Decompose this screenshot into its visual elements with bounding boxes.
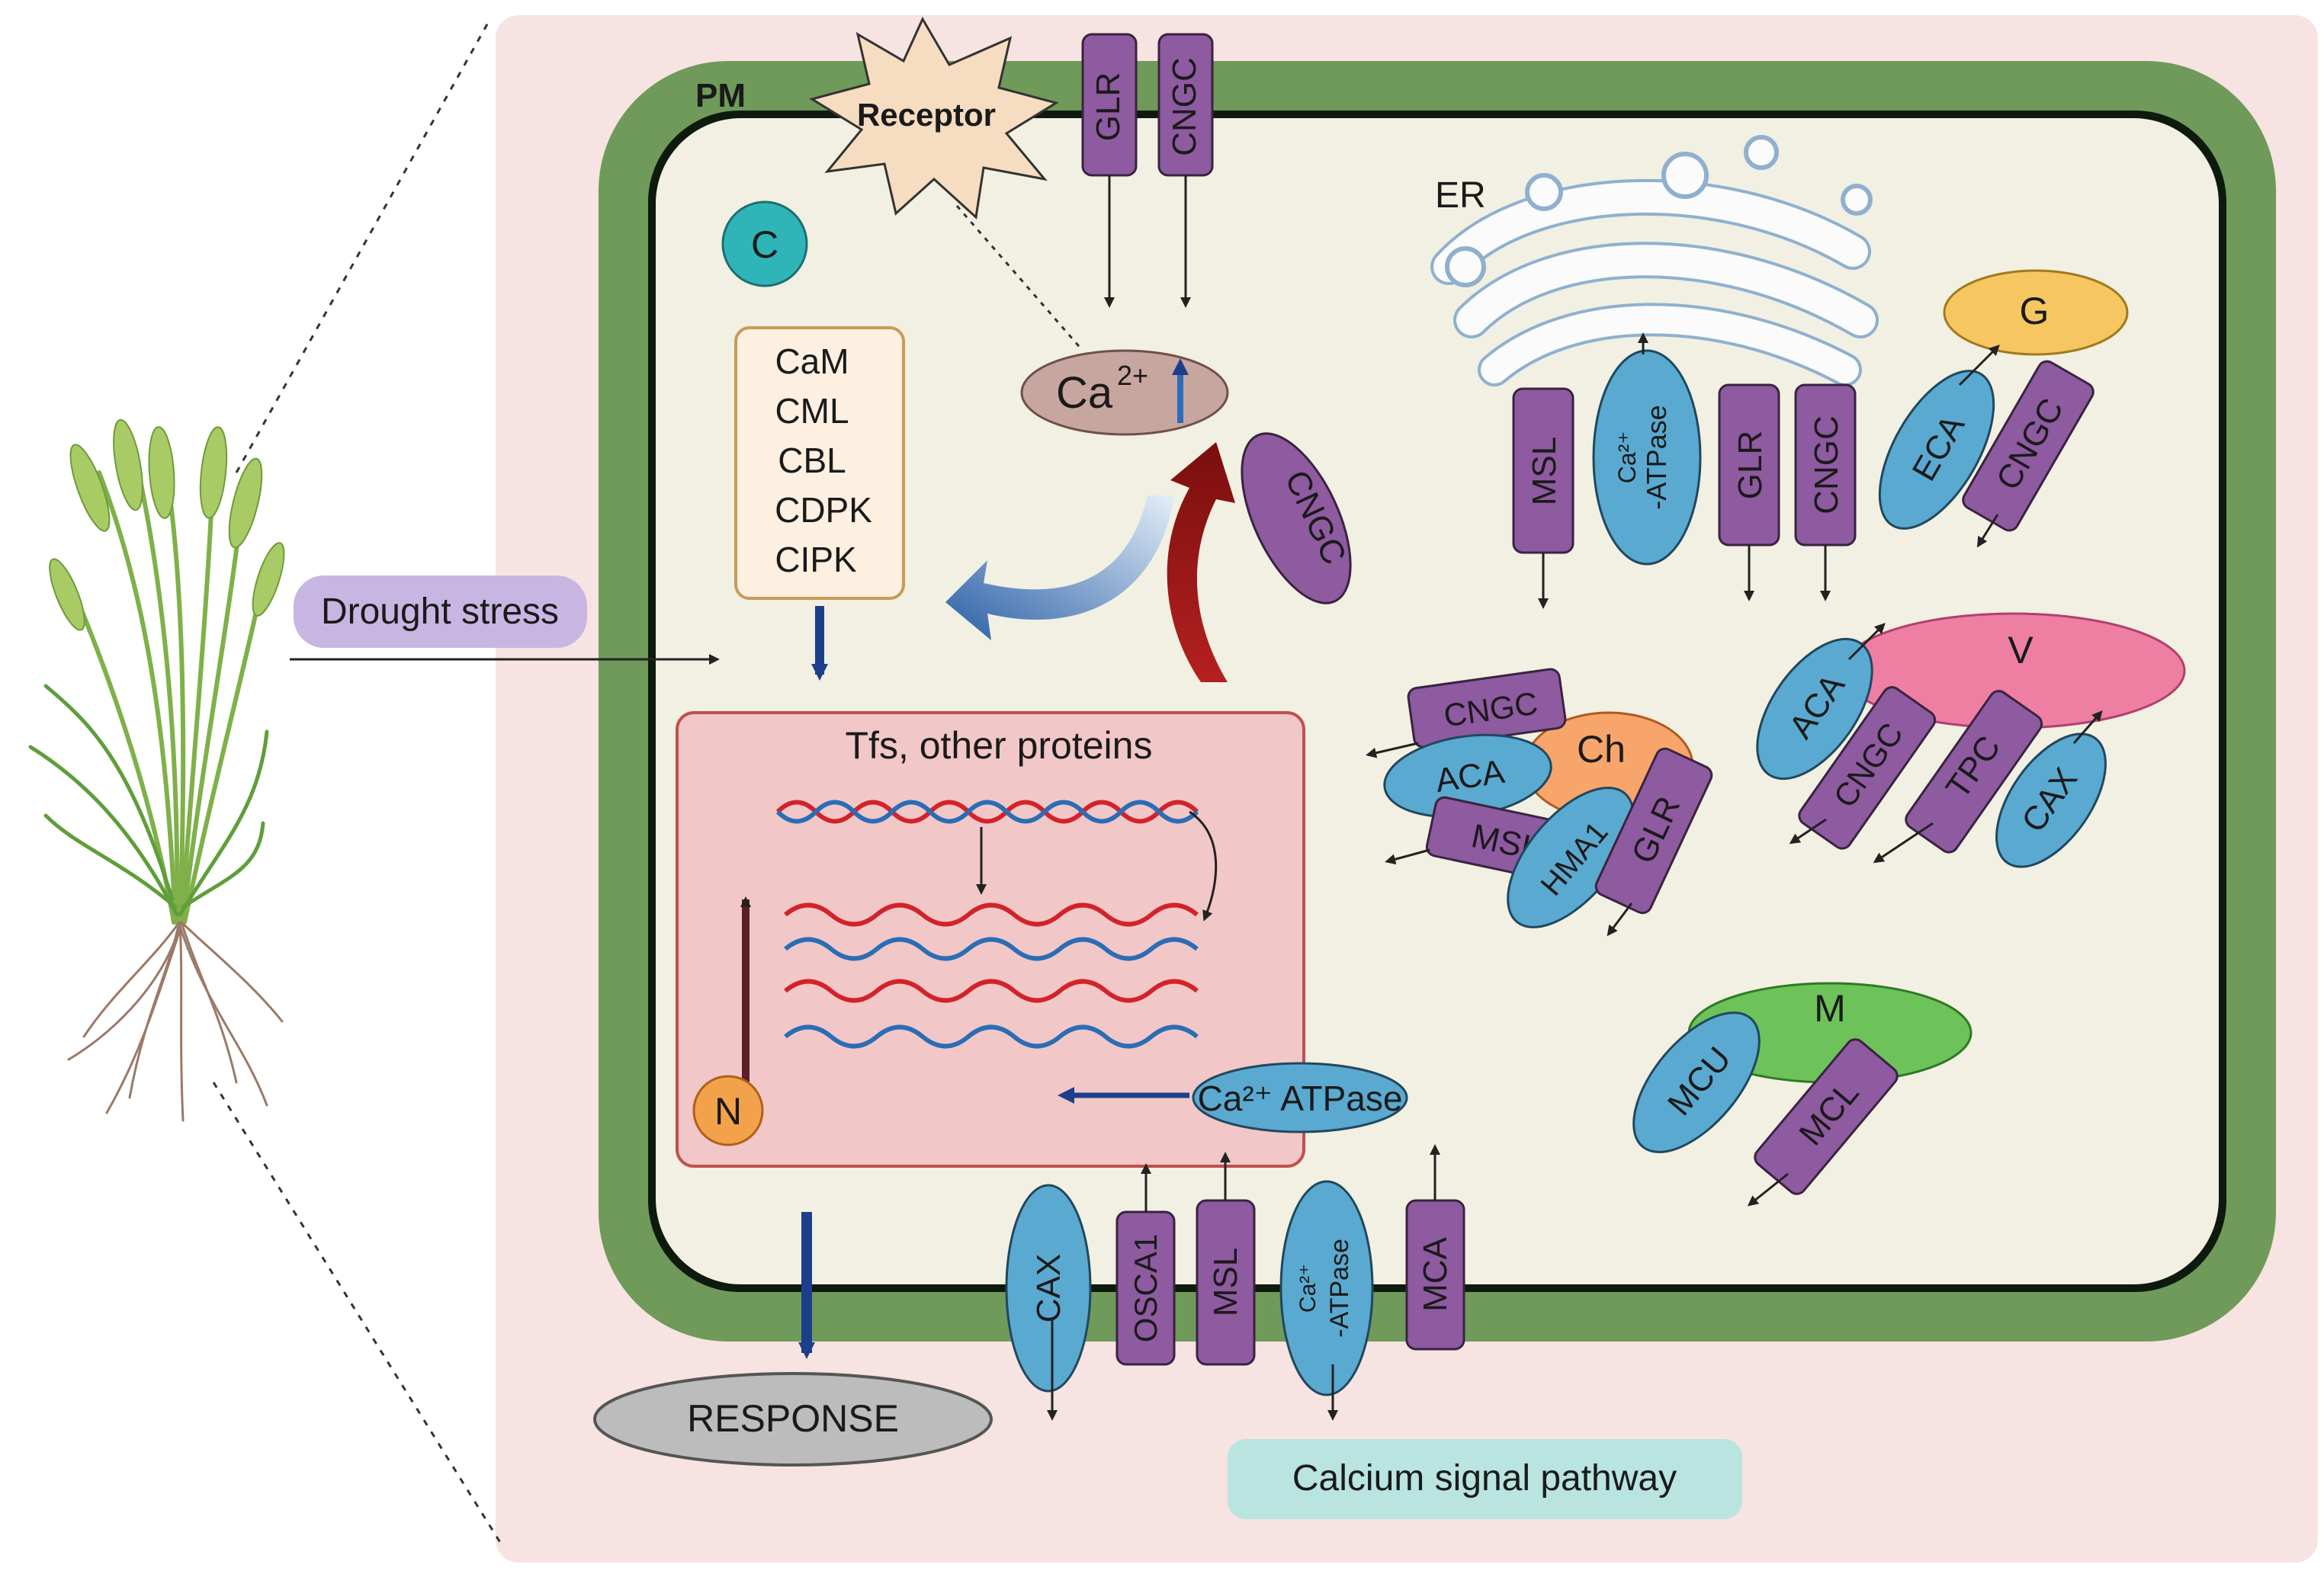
er-cngc: CNGC — [1794, 383, 1857, 601]
chloroplast-label: Ch — [1577, 728, 1626, 771]
er-glr-label: GLR — [1732, 431, 1769, 499]
mito-mcl: MCL — [1747, 1038, 1899, 1207]
response-ellipse — [593, 1372, 993, 1467]
pm-bottom-cax: CAX — [1005, 1184, 1092, 1421]
ca-atpase-horizontal-label: Ca²⁺ ATPase — [1198, 1079, 1403, 1118]
pm-bottom-osca1-label: OSCA1 — [1128, 1234, 1164, 1342]
er-cngc-label: CNGC — [1808, 415, 1845, 515]
zoom-line-top — [235, 22, 490, 473]
plant-illustration — [28, 418, 285, 1122]
pm-channel-cngc-label: CNGC — [1166, 57, 1203, 156]
zoom-line-bottom — [212, 1082, 505, 1548]
dna-strand-red — [775, 800, 1199, 824]
pm-bottom-ca-atpase-bottom: -ATPase — [1325, 1239, 1354, 1338]
pm-bottom-ca-atpase-top: Ca²⁺ — [1295, 1264, 1321, 1313]
pm-bottom-msl: MSL — [1196, 1152, 1256, 1366]
mrna-wave-2 — [784, 937, 1199, 961]
dna-strand-blue — [775, 800, 1199, 824]
calcium-pathway-box — [1228, 1439, 1742, 1519]
golgi-organelle — [1943, 269, 2129, 356]
mrna-wave-1 — [784, 902, 1199, 927]
er-ca-atpase: Ca²⁺ -ATPase — [1592, 332, 1702, 566]
golgi-eca: ECA — [1878, 345, 2000, 530]
sensor-list-box — [734, 326, 905, 600]
transcription-curve-arrow — [1189, 810, 1218, 922]
er-msl: MSL — [1512, 387, 1574, 609]
response-label: RESPONSE — [687, 1397, 899, 1440]
pm-label: PM — [695, 77, 746, 114]
c-organelle — [721, 200, 808, 287]
er-msl-label: MSL — [1526, 437, 1563, 505]
ca-atpase-horizontal — [1192, 1062, 1408, 1133]
ch-aca: ACA — [1383, 733, 1552, 819]
sensor-cipk: CIPK — [775, 540, 857, 579]
drought-stress-label: Drought stress — [321, 591, 559, 632]
pm-bottom-mca: MCA — [1405, 1144, 1465, 1351]
mrna-wave-4 — [784, 1024, 1199, 1049]
calcium-pathway-label: Calcium signal pathway — [1292, 1458, 1677, 1499]
red-curved-arrow — [1167, 442, 1235, 682]
tfs-label: Tfs, other proteins — [846, 724, 1153, 767]
pm-channel-cngc: CNGC — [1157, 33, 1214, 308]
mitochondrion-label: M — [1814, 987, 1846, 1030]
ch-glr: GLR — [1594, 747, 1713, 937]
n-organelle — [692, 1075, 764, 1146]
sensor-cbl: CBL — [778, 441, 846, 480]
ca-label: Ca — [1056, 368, 1113, 418]
pm-bottom-osca1: OSCA1 — [1115, 1163, 1176, 1366]
vacuole-cax: CAX — [1995, 710, 2107, 868]
pm-channel-glr-label: GLR — [1090, 72, 1127, 141]
n-label: N — [714, 1090, 742, 1133]
receptor-label: Receptor — [857, 97, 996, 133]
c-label: C — [751, 223, 778, 266]
sensor-cam: CaM — [775, 341, 849, 381]
blue-curved-arrow — [945, 495, 1174, 640]
er-label: ER — [1435, 175, 1486, 216]
drought-stress-box — [294, 575, 587, 648]
pm-bottom-mca-label: MCA — [1417, 1236, 1454, 1311]
pm-channel-glr: GLR — [1081, 33, 1138, 308]
receptor-star — [809, 16, 1059, 220]
vacuole-cngc: CNGC — [1789, 686, 1937, 850]
er-ca-atpase-bottom: -ATPase — [1641, 405, 1672, 509]
vacuole-tpc: TPC — [1873, 690, 2043, 864]
vacuole-aca: ACA — [1756, 623, 1886, 781]
mrna-wave-3 — [784, 979, 1199, 1003]
ca-superscript: 2+ — [1117, 360, 1148, 391]
er-glr: GLR — [1718, 383, 1780, 601]
pm-bottom-cax-label: CAX — [1030, 1254, 1067, 1322]
pm-bottom-ca-atpase: Ca²⁺ -ATPase — [1279, 1180, 1374, 1421]
sensor-cml: CML — [775, 391, 849, 431]
pm-bottom-msl-label: MSL — [1207, 1248, 1244, 1316]
er-organelle — [1430, 135, 1879, 386]
er-ca-atpase-top: Ca²⁺ — [1613, 431, 1641, 483]
sensor-cdpk: CDPK — [775, 490, 872, 530]
vacuole-label: V — [2008, 629, 2034, 672]
golgi-label: G — [2020, 290, 2050, 332]
mito-mcu: MCU — [1632, 1011, 1761, 1153]
ch-hma1: HMA1 — [1507, 787, 1635, 928]
